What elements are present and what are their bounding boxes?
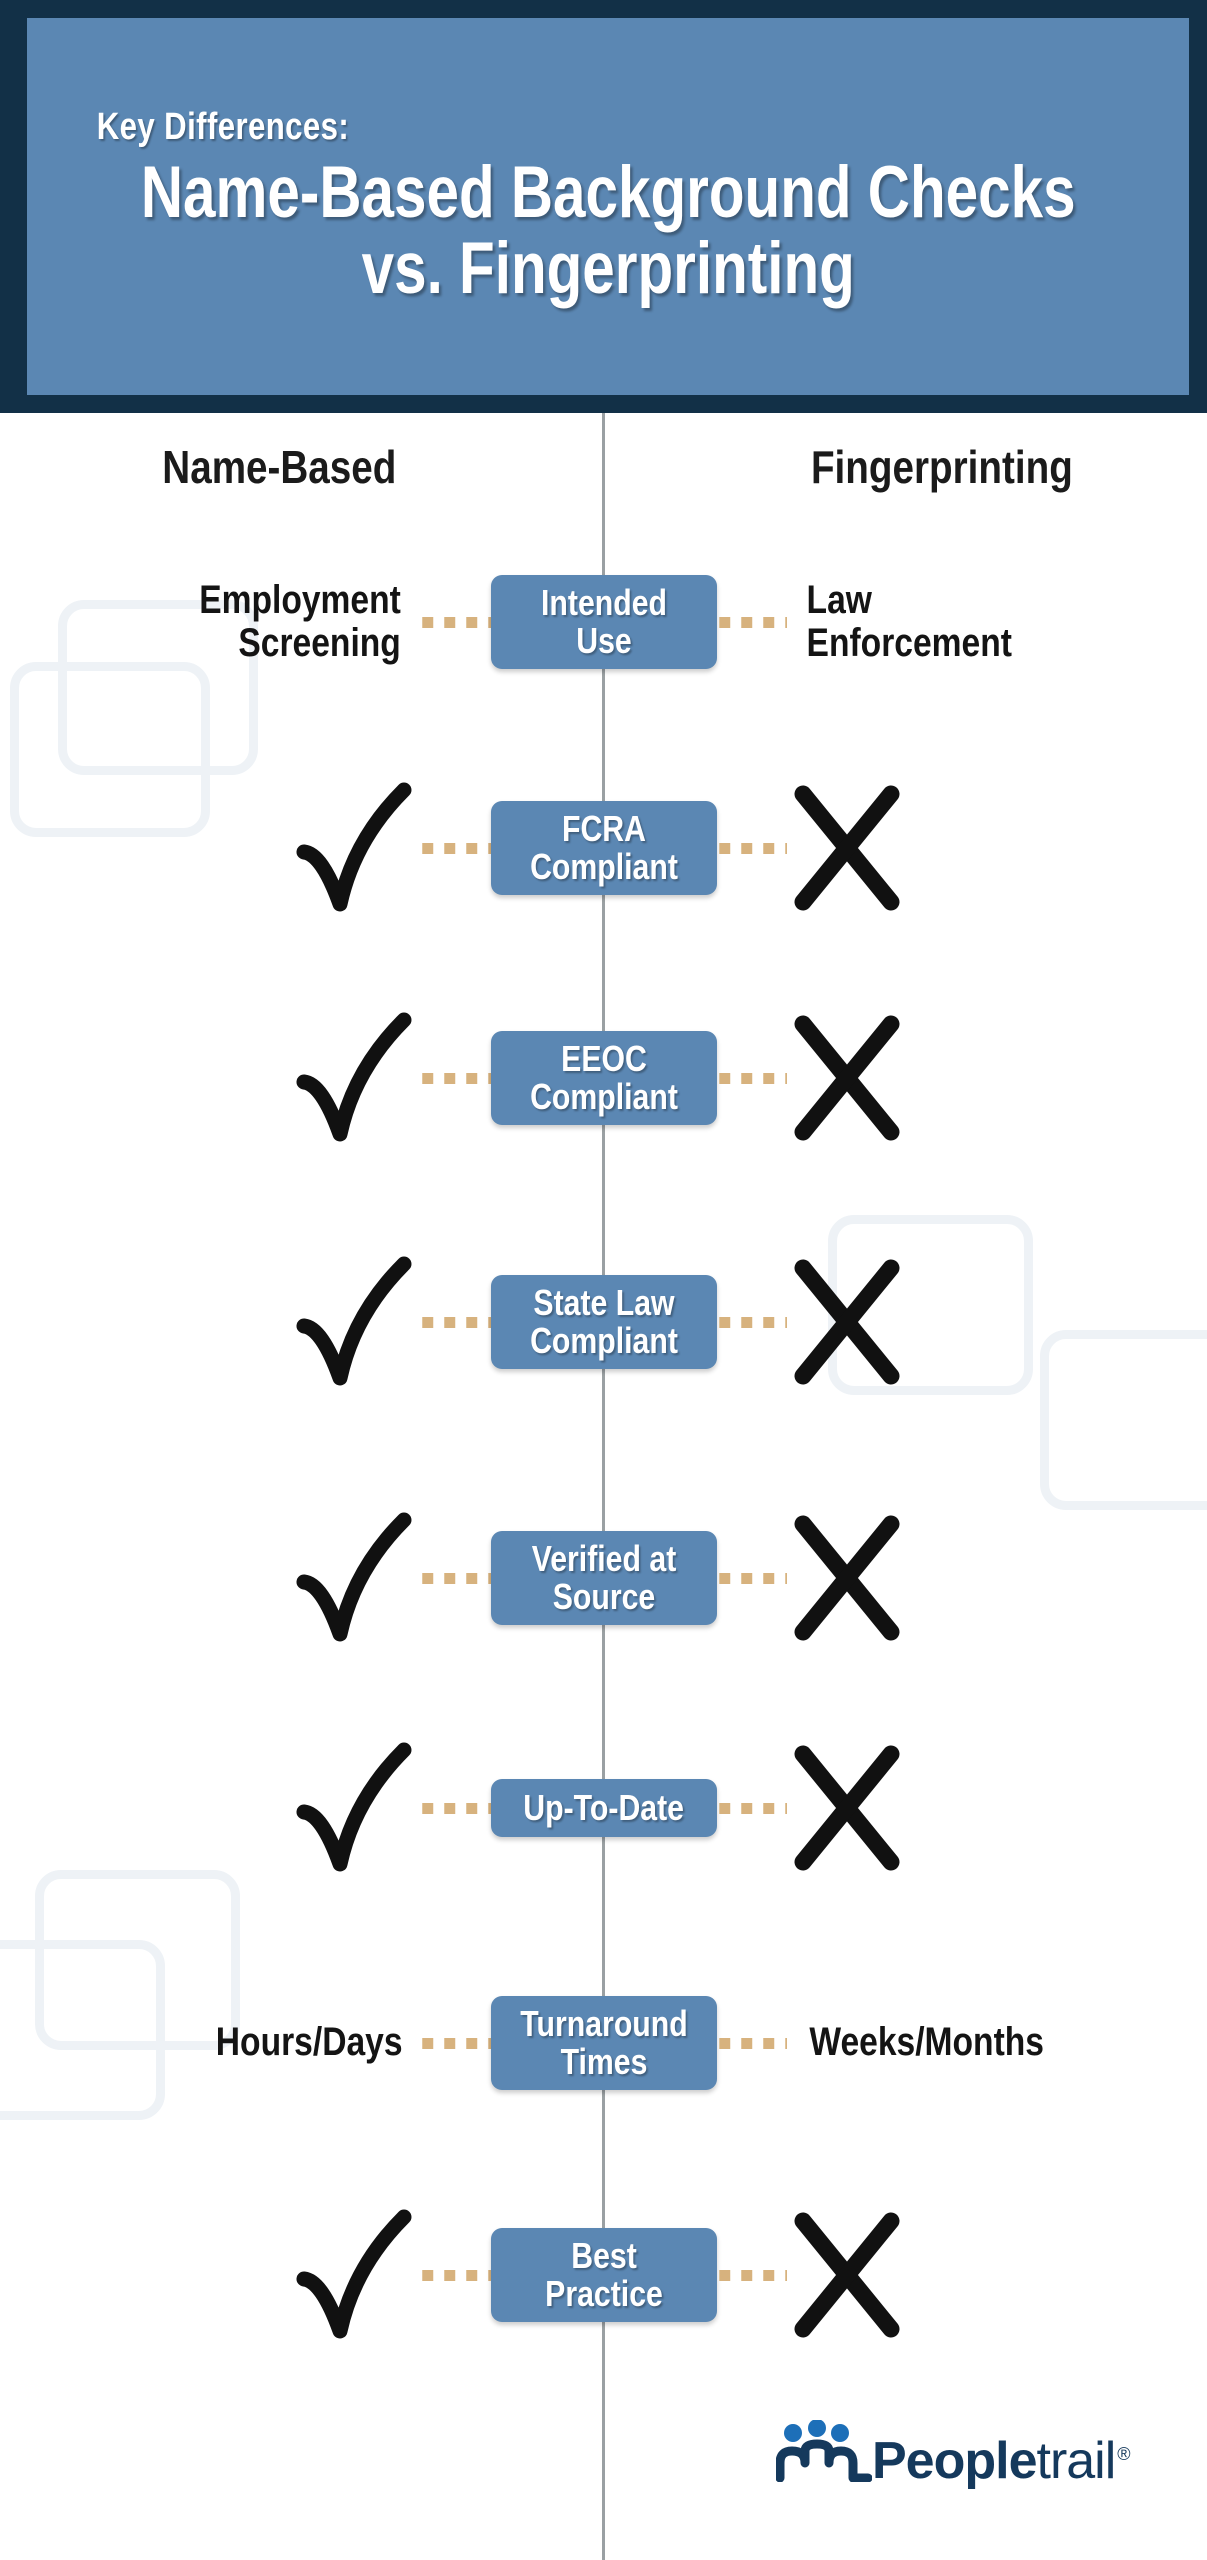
comparison-row: Up-To-Date <box>0 1742 1207 1872</box>
attribute-pill-label: State Law Compliant <box>529 1281 678 1361</box>
row-right-label: Weeks/Months <box>809 2020 1044 2065</box>
attribute-pill-label: Intended Use <box>540 581 667 661</box>
row-right-value <box>787 1740 1207 1876</box>
attribute-pill[interactable]: State Law Compliant <box>490 1274 717 1370</box>
header-banner: Key Differences: Name-Based Background C… <box>0 0 1207 413</box>
comparison-row: EEOC Compliant <box>0 1012 1207 1142</box>
row-left-value: Employment Screening <box>0 577 420 665</box>
header-title-line-2: vs. Fingerprinting <box>361 228 855 309</box>
row-left-value <box>0 1252 420 1392</box>
attribute-pill-label: FCRA Compliant <box>529 807 678 887</box>
header-kicker: Key Differences: <box>96 106 350 149</box>
connector-dots-right <box>716 1572 787 1584</box>
connector-dots-left <box>420 2037 491 2049</box>
attribute-pill[interactable]: EEOC Compliant <box>490 1030 717 1126</box>
row-right-value <box>787 1510 1207 1646</box>
comparison-row: Best Practice <box>0 2209 1207 2339</box>
connector-dots-right <box>716 2037 787 2049</box>
row-left-value <box>0 1738 420 1878</box>
decorative-square-icon <box>1040 1330 1207 1510</box>
cross-mark-icon <box>787 1510 907 1646</box>
row-right-value <box>787 1010 1207 1146</box>
header-inner-panel: Key Differences: Name-Based Background C… <box>27 18 1189 395</box>
check-mark-icon <box>292 778 420 918</box>
decorative-square-icon <box>10 662 210 837</box>
comparison-row: Employment Screening Intended Use Law Enfo… <box>0 562 1207 682</box>
connector-dots-left <box>420 1316 491 1328</box>
cross-mark-icon <box>787 1740 907 1876</box>
attribute-pill[interactable]: FCRA Compliant <box>490 800 717 896</box>
decorative-square-icon <box>0 1940 165 2120</box>
attribute-pill[interactable]: Best Practice <box>490 2227 717 2323</box>
connector-dots-left <box>420 842 491 854</box>
connector-dots-right <box>716 842 787 854</box>
row-left-label: Employment Screening <box>199 577 401 665</box>
attribute-pill[interactable]: Turnaround Times <box>490 1995 717 2091</box>
connector-dots-left <box>420 1802 491 1814</box>
attribute-pill-label: Best Practice <box>544 2234 663 2314</box>
connector-dots-right <box>716 1072 787 1084</box>
connector-dots-left <box>420 616 491 628</box>
attribute-pill-label: Up-To-Date <box>523 1786 684 1828</box>
row-left-value <box>0 1508 420 1648</box>
cross-mark-icon <box>787 1254 907 1390</box>
comparison-row: FCRA Compliant <box>0 782 1207 912</box>
cross-mark-icon <box>787 780 907 916</box>
center-divider-line <box>602 413 605 2560</box>
logo-text-trail: trail <box>1036 2432 1117 2490</box>
row-right-value: Weeks/Months <box>787 2021 1207 2064</box>
row-left-value <box>0 778 420 918</box>
peopletrail-logo: People trail ® <box>775 2419 1131 2490</box>
logo-people-figures-icon <box>775 2419 873 2487</box>
decorative-square-icon <box>58 600 258 775</box>
row-right-value: Law Enforcement <box>787 577 1207 665</box>
row-left-value <box>0 1008 420 1148</box>
logo-registered-mark: ® <box>1117 2444 1131 2464</box>
row-left-value <box>0 2205 420 2345</box>
cross-mark-icon <box>787 1010 907 1146</box>
header-title-line-1: Name-Based Background Checks <box>140 152 1076 234</box>
check-mark-icon <box>292 1008 420 1148</box>
logo-text-people: People <box>872 2432 1037 2490</box>
check-mark-icon <box>292 1252 420 1392</box>
connector-dots-left <box>420 1572 491 1584</box>
check-mark-icon <box>292 1508 420 1648</box>
check-mark-icon <box>292 1738 420 1878</box>
row-right-label: Law Enforcement <box>806 577 1012 665</box>
row-right-value <box>787 1254 1207 1390</box>
cross-mark-icon <box>787 2207 907 2343</box>
comparison-row: Hours/Days Turnaround Times Weeks/Months <box>0 1983 1207 2103</box>
attribute-pill[interactable]: Up-To-Date <box>490 1779 717 1837</box>
row-right-value <box>787 780 1207 916</box>
row-left-value: Hours/Days <box>0 2021 420 2064</box>
connector-dots-right <box>716 2269 787 2281</box>
comparison-row: State Law Compliant <box>0 1256 1207 1386</box>
attribute-pill[interactable]: Intended Use <box>490 574 717 670</box>
attribute-pill-label: Turnaround Times <box>519 2002 688 2082</box>
row-right-value <box>787 2207 1207 2343</box>
connector-dots-right <box>716 1802 787 1814</box>
column-header-fingerprinting: Fingerprinting <box>810 441 1073 493</box>
column-header-name-based: Name-Based <box>162 441 397 493</box>
check-mark-icon <box>292 2205 420 2345</box>
attribute-pill-label: Verified at Source <box>531 1537 676 1617</box>
connector-dots-left <box>420 1072 491 1084</box>
connector-dots-right <box>716 616 787 628</box>
attribute-pill[interactable]: Verified at Source <box>490 1530 717 1626</box>
comparison-row: Verified at Source <box>0 1512 1207 1642</box>
attribute-pill-label: EEOC Compliant <box>529 1037 678 1117</box>
connector-dots-left <box>420 2269 491 2281</box>
row-left-label: Hours/Days <box>215 2020 403 2065</box>
decorative-square-icon <box>35 1870 240 2050</box>
connector-dots-right <box>716 1316 787 1328</box>
